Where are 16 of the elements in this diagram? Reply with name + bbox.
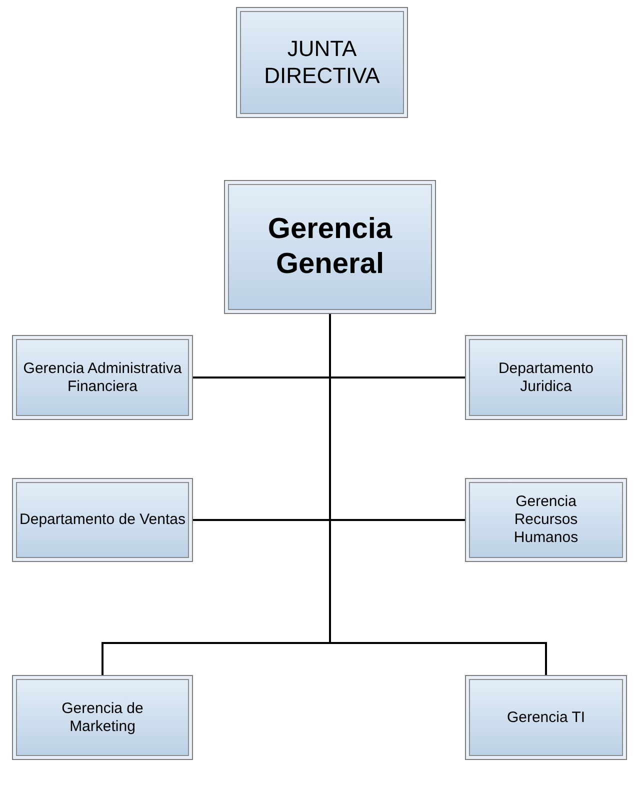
- box-title: Gerencia General: [266, 212, 394, 282]
- box-title: Gerencia de Marketing: [60, 700, 144, 736]
- box-title: Departamento de Ventas: [20, 511, 186, 529]
- org-box: [465, 675, 627, 760]
- org-box: [465, 478, 627, 562]
- box-title: JUNTA DIRECTIVA: [263, 36, 381, 89]
- org-box: [224, 180, 436, 314]
- box-title: Departamento Juridica: [497, 360, 595, 396]
- org-box: [236, 7, 408, 118]
- box-title: Gerencia Recursos Humanos: [512, 493, 580, 547]
- org-box: [465, 335, 627, 420]
- box-title: Gerencia TI: [506, 708, 586, 726]
- box-title: Gerencia Administrativa Financiera: [22, 360, 183, 396]
- org-box: [12, 478, 193, 562]
- org-box: [12, 675, 193, 760]
- org-box: [12, 335, 193, 420]
